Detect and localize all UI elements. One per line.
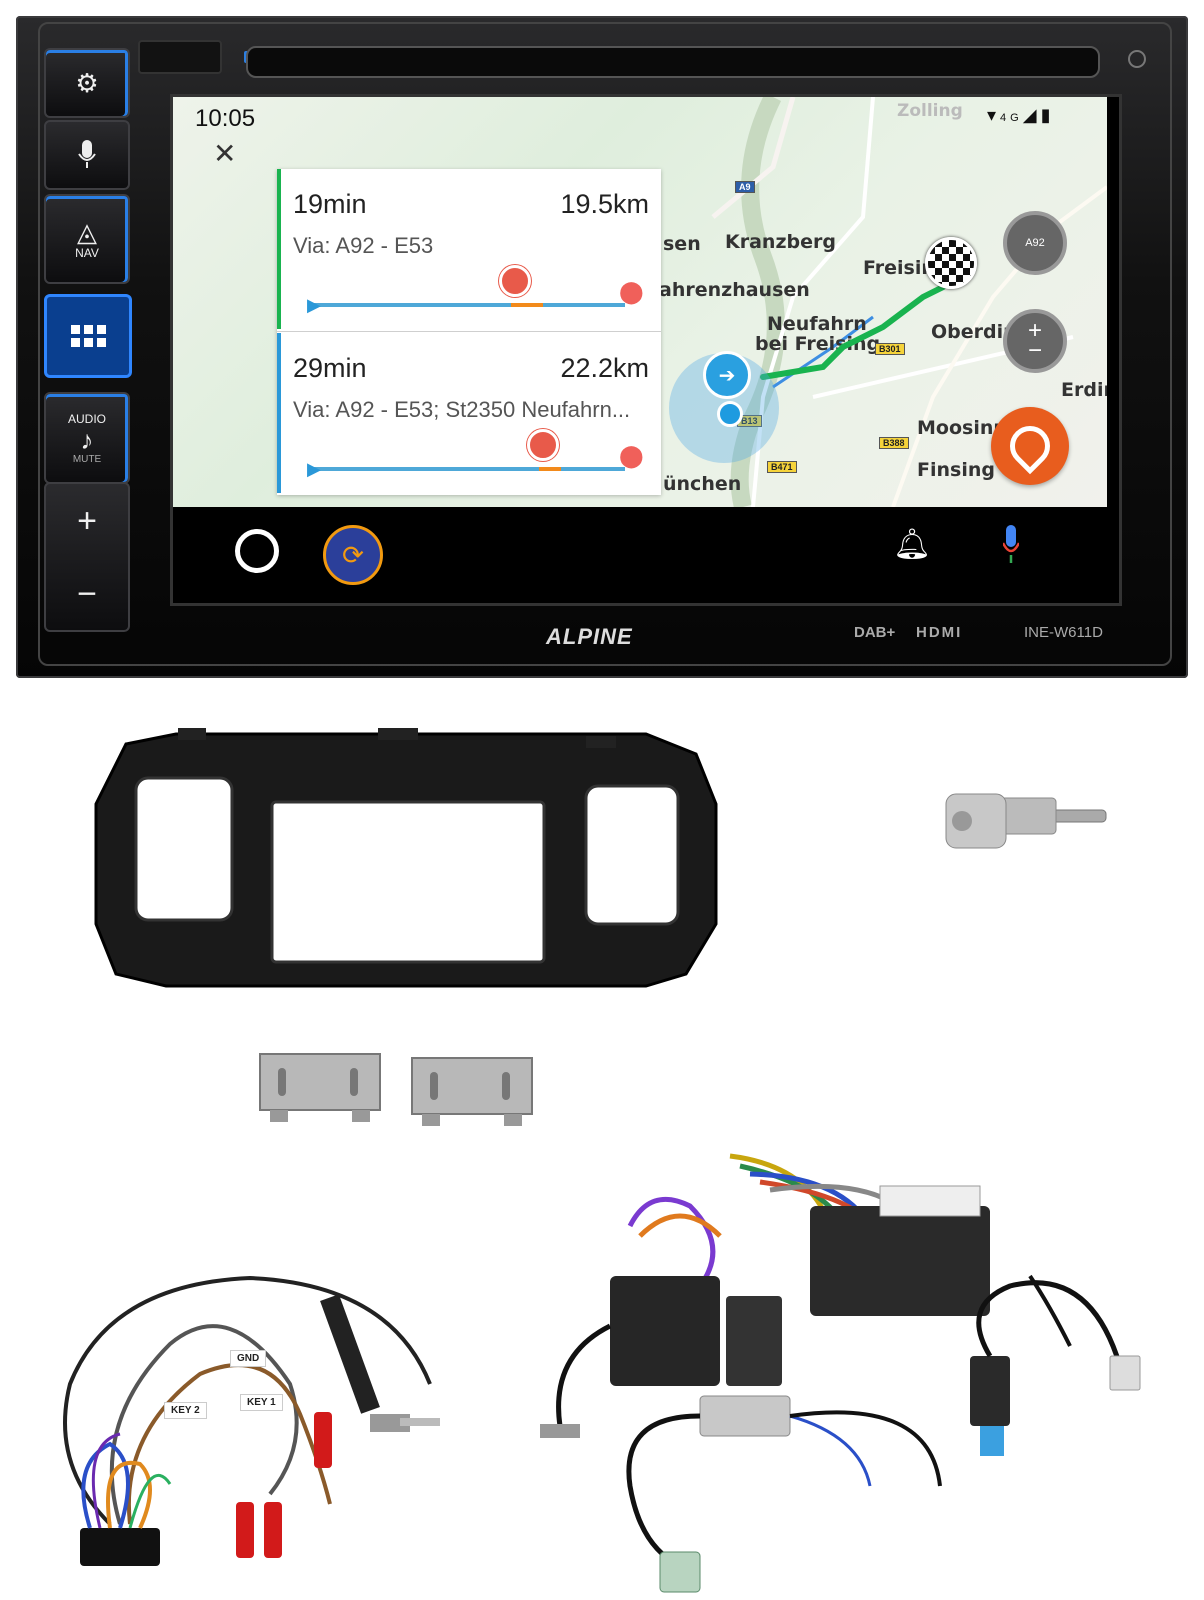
place-label: Zolling: [897, 101, 963, 121]
place-label: Kranzberg: [725, 231, 836, 253]
nav-label: NAV: [75, 246, 99, 260]
cable-tag: GND: [230, 1350, 267, 1367]
route-duration: 29min: [293, 353, 367, 383]
route-option[interactable]: 19min 19.5km Via: A92 - E53 ▶ ⬤: [277, 169, 661, 329]
route-start-icon: ▶: [307, 459, 321, 479]
mounting-frame: [94, 728, 718, 988]
route-color-bar: [277, 169, 281, 329]
current-position-dot: [717, 401, 743, 427]
steering-wheel-cable: [63, 1275, 440, 1566]
voice-button[interactable]: [44, 120, 130, 190]
brand-logo: ALPINE: [546, 624, 633, 649]
music-note-icon: ♪: [80, 424, 94, 455]
compass-button[interactable]: A92: [1003, 211, 1067, 275]
road-sign: B471: [767, 461, 797, 473]
signal-label: 4G: [1000, 112, 1023, 124]
audio-label: AUDIO: [67, 411, 106, 426]
search-location-button[interactable]: [991, 407, 1069, 485]
place-label: Finsing: [917, 459, 995, 481]
cable-tag: KEY 1: [240, 1394, 283, 1411]
nav-button[interactable]: ◬ NAV: [44, 194, 130, 284]
place-label: Neufahrn: [767, 313, 867, 335]
road-sign: A9: [735, 181, 755, 193]
route-options-panel: 19min 19.5km Via: A92 - E53 ▶ ⬤ 29min 22…: [277, 169, 661, 495]
map-view[interactable]: 10:05 ▾4G◢▮ ✕ Zolling Kranzberg Freising…: [173, 97, 1107, 507]
route-color-bar: [277, 333, 281, 493]
touch-screen: 10:05 ▾4G◢▮ ✕ Zolling Kranzberg Freising…: [170, 94, 1122, 606]
destination-pin-icon: ⬤: [619, 279, 644, 304]
destination-pin-icon: ⬤: [619, 443, 644, 468]
model-label: INE-W611D: [1024, 624, 1103, 641]
settings-audio-icon: ⚙: [75, 68, 99, 98]
home-grid-icon: [70, 325, 106, 347]
hazard-icon: [499, 265, 531, 297]
notifications-bell-icon[interactable]: 🔔︎: [893, 528, 932, 561]
route-start-icon: ▶: [307, 295, 321, 315]
media-app-icon[interactable]: ⟳: [323, 525, 383, 585]
volume-up-icon[interactable]: +: [77, 501, 97, 540]
navigation-arrow-icon: ➔: [703, 351, 751, 399]
settings-audio-button[interactable]: ⚙: [44, 48, 130, 118]
volume-down-icon[interactable]: −: [77, 574, 97, 613]
mounting-brackets: [259, 1053, 533, 1126]
head-unit: ⚙ ◬ NAV AUDIO ♪ MUTE + −: [16, 16, 1188, 678]
wifi-icon: ▾: [987, 105, 1001, 125]
place-label: bei Freising: [755, 333, 881, 355]
place-label: sen: [663, 233, 701, 255]
place-label: Moosinn: [917, 417, 1007, 439]
zoom-in-icon[interactable]: +: [1027, 317, 1042, 344]
assistant-mic-icon[interactable]: [1003, 525, 1019, 565]
traffic-segment: [539, 467, 561, 471]
route-option[interactable]: 29min 22.2km Via: A92 - E53; St2350 Neuf…: [277, 333, 661, 493]
unit-bezel: [38, 22, 1172, 666]
location-pin-icon: [1001, 417, 1059, 475]
place-label: ünchen: [663, 473, 742, 495]
battery-icon: ▮: [1040, 105, 1055, 125]
hdmi-logo: HDMI: [916, 624, 963, 641]
interface-harness: [540, 1153, 1141, 1593]
dab-logo: DAB+: [854, 624, 896, 641]
route-divider: [277, 331, 661, 332]
destination-flag-icon: [925, 237, 977, 289]
antenna-adapter: [945, 793, 1107, 849]
route-duration: 19min: [293, 189, 367, 219]
traffic-segment: [511, 303, 543, 307]
route-distance: 19.5km: [560, 189, 649, 219]
home-circle-icon[interactable]: [235, 529, 279, 573]
route-track: [313, 303, 625, 307]
status-time: 10:05: [195, 105, 256, 132]
map-river: [730, 97, 785, 507]
compass-icon: A92: [1025, 237, 1045, 249]
place-label: Erdin: [1061, 379, 1107, 401]
nav-icon: ◬: [77, 217, 97, 247]
cell-signal-icon: ◢: [1022, 105, 1041, 125]
road-sign: B301: [875, 343, 905, 355]
volume-rocker[interactable]: + −: [44, 482, 130, 632]
close-icon[interactable]: ✕: [213, 138, 237, 169]
route-distance: 22.2km: [560, 353, 649, 383]
disc-slot: [246, 46, 1100, 78]
zoom-control[interactable]: + −: [1003, 309, 1067, 373]
home-button[interactable]: [44, 294, 132, 378]
route-via: Via: A92 - E53; St2350 Neufahrn...: [293, 397, 631, 422]
audio-mute-button[interactable]: AUDIO ♪ MUTE: [44, 392, 130, 484]
route-via: Via: A92 - E53: [293, 233, 434, 258]
status-icons: ▾4G◢▮: [987, 105, 1054, 126]
place-label: ahrenzhausen: [659, 279, 810, 301]
route-track: [313, 467, 625, 471]
zoom-out-icon[interactable]: −: [1027, 337, 1042, 364]
mic-icon: [78, 140, 96, 168]
hazard-icon: [527, 429, 559, 461]
cable-tag: KEY 2: [164, 1402, 207, 1419]
mute-label: MUTE: [72, 453, 102, 465]
road-sign: B388: [879, 437, 909, 449]
eject-icon[interactable]: [1128, 50, 1146, 68]
top-left-panel: [138, 40, 222, 74]
android-auto-bar: ⟳ 🔔︎: [173, 507, 1113, 597]
